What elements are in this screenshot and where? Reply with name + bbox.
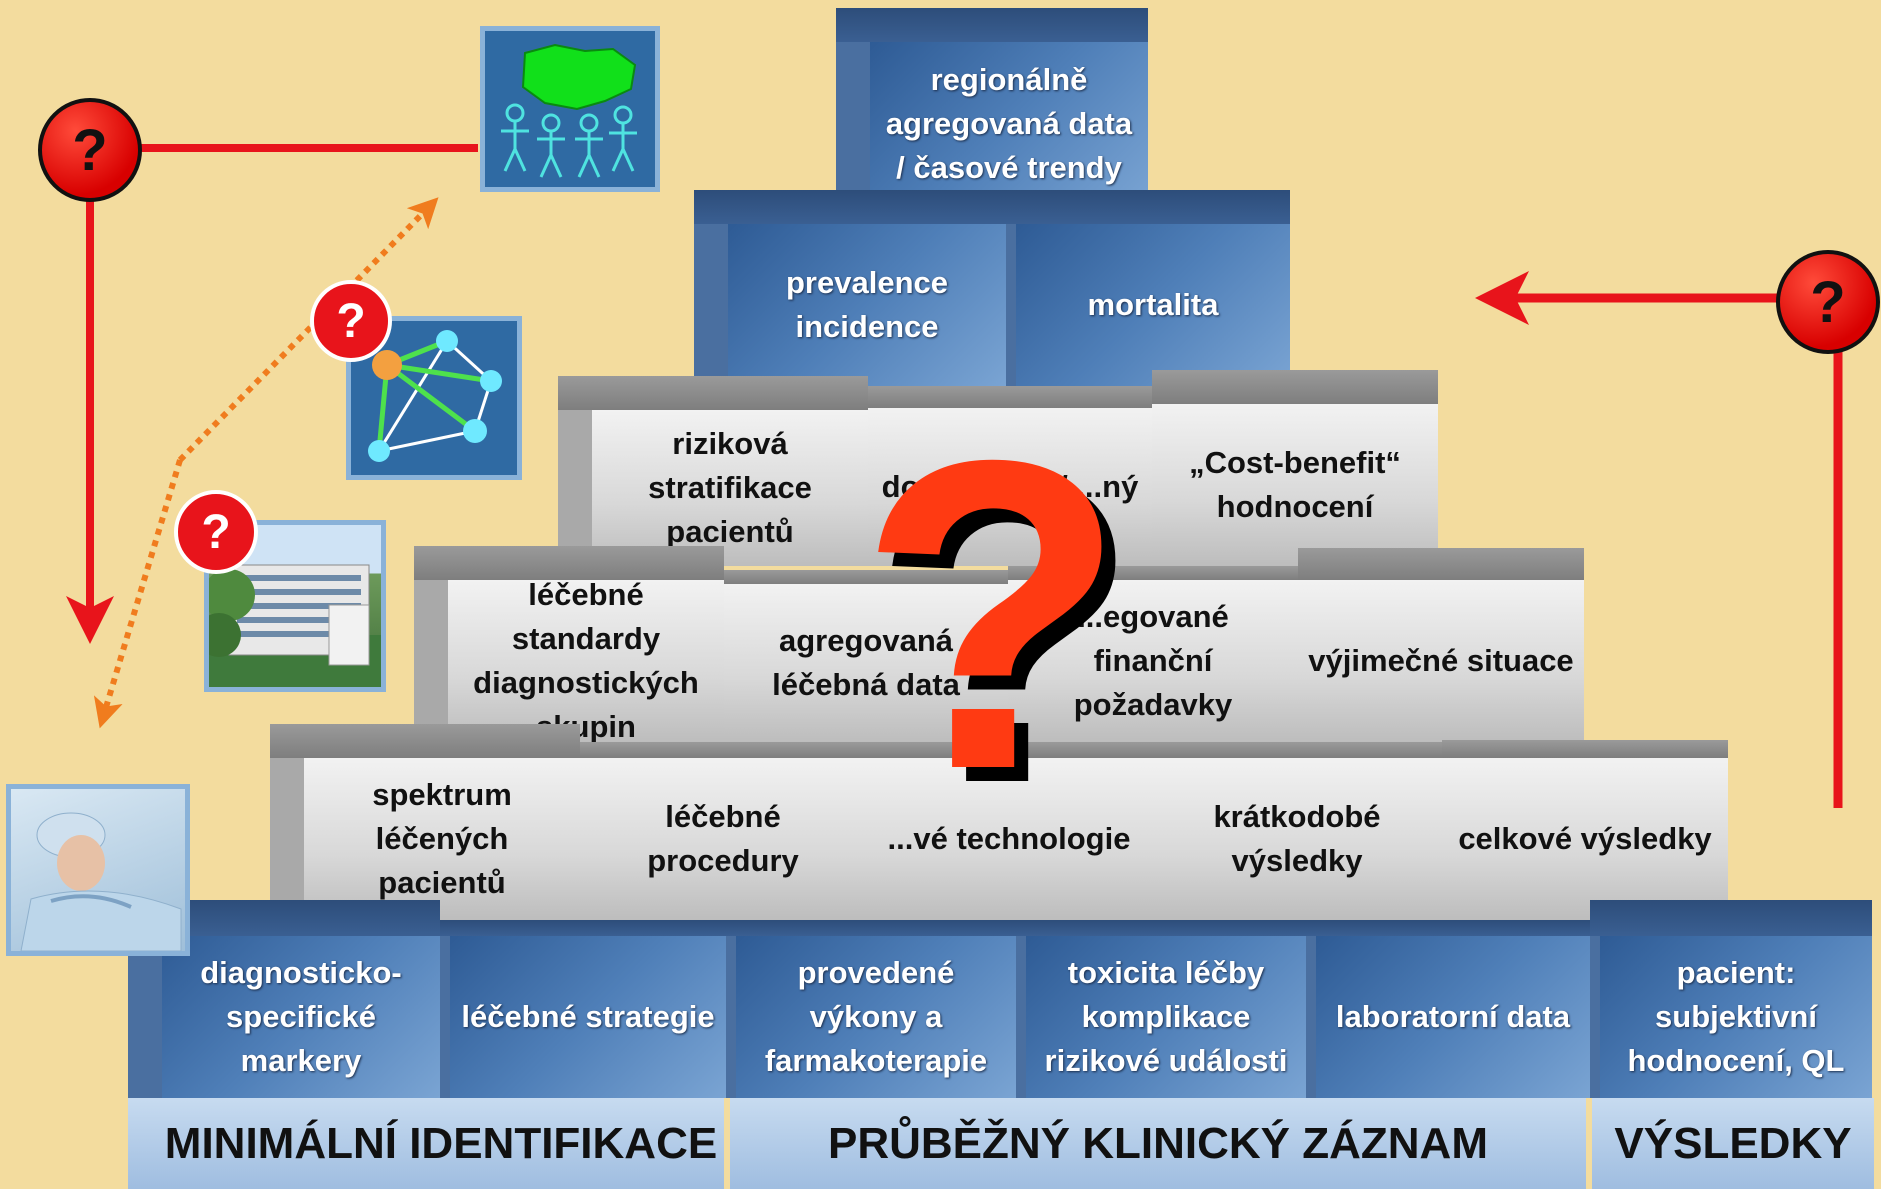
block-patient-subjective: pacient: subjektivní hodnocení, QL bbox=[1590, 900, 1872, 1098]
block-financial-requirements: ...egované finanční požadavky bbox=[1008, 566, 1298, 742]
band-label: VÝSLEDKY bbox=[1614, 1118, 1852, 1168]
block-label: regionálně agregovaná data / časové tren… bbox=[870, 42, 1148, 206]
block-label: provedené výkony a farmakoterapie bbox=[736, 936, 1016, 1098]
block-treatment-standards: léčebné standardy diagnostických skupin bbox=[414, 546, 724, 744]
question-mark-text: ? bbox=[201, 505, 231, 559]
question-circle-network: ? bbox=[310, 280, 392, 362]
block-label: diagnosticko-specifické markery bbox=[162, 936, 440, 1098]
band-results: VÝSLEDKY bbox=[1592, 1098, 1874, 1189]
band-label: MINIMÁLNÍ IDENTIFIKACE bbox=[164, 1118, 718, 1168]
block-patient-spectrum: spektrum léčených pacientů bbox=[270, 724, 580, 920]
block-short-term-results: krátkodobé výsledky bbox=[1152, 742, 1442, 920]
block-label: prevalence incidence bbox=[728, 224, 1006, 386]
block-label: pacient: subjektivní hodnocení, QL bbox=[1600, 936, 1872, 1098]
block-laboratory-data: laboratorní data bbox=[1306, 920, 1590, 1098]
block-label: agregovaná léčebná data bbox=[724, 584, 1008, 742]
block-label: léčebné procedury bbox=[580, 758, 866, 920]
block-toxicity: toxicita léčby komplikace rizikové událo… bbox=[1016, 920, 1306, 1098]
block-label: ...vé technologie bbox=[866, 758, 1152, 920]
block-label: toxicita léčby komplikace rizikové událo… bbox=[1026, 936, 1306, 1098]
block-exceptional-situations: výjimečné situace bbox=[1298, 548, 1584, 742]
block-overall-results: celkové výsledky bbox=[1442, 740, 1728, 920]
block-regional-data: regionálně agregovaná data / časové tren… bbox=[836, 8, 1148, 206]
block-label: laboratorní data bbox=[1316, 936, 1590, 1098]
block-treatment-strategies: léčebné strategie bbox=[440, 920, 726, 1098]
block-cost-benefit: „Cost-benefit“ hodnocení bbox=[1152, 370, 1438, 566]
question-mark-text: ? bbox=[72, 117, 108, 183]
block-performed-procedures: provedené výkony a farmakoterapie bbox=[726, 920, 1016, 1098]
block-label: ...egované finanční požadavky bbox=[1008, 580, 1298, 742]
band-label: PRŮBĚŽNÝ KLINICKÝ ZÁZNAM bbox=[828, 1118, 1488, 1168]
question-mark-text: ? bbox=[1810, 269, 1846, 335]
block-diagnostic-markers: diagnosticko-specifické markery bbox=[128, 900, 440, 1098]
patient-in-bed-image bbox=[6, 784, 190, 956]
block-mortality: mortalita bbox=[1006, 190, 1290, 386]
block-aggregated-treatment: agregovaná léčebná data bbox=[724, 570, 1008, 742]
block-risk-stratification: riziková stratifikace pacientů bbox=[558, 376, 868, 566]
band-minimal-identification: MINIMÁLNÍ IDENTIFIKACE bbox=[128, 1098, 724, 1189]
block-label: léčebné strategie bbox=[450, 936, 726, 1098]
block-label: léčebné standardy diagnostických skupin bbox=[448, 577, 724, 744]
block-label: celkové výsledky bbox=[1442, 758, 1728, 920]
block-label: mortalita bbox=[1016, 224, 1290, 386]
question-circle-hospital: ? bbox=[174, 490, 258, 574]
block-label: „Cost-benefit“ hodnocení bbox=[1152, 404, 1438, 566]
block-achievable: dosažitelný / ...ný bbox=[868, 386, 1152, 566]
question-mark-text: ? bbox=[336, 294, 366, 348]
block-label: výjimečné situace bbox=[1298, 580, 1584, 742]
block-label: krátkodobé výsledky bbox=[1152, 758, 1442, 920]
question-circle-topleft: ? bbox=[38, 98, 142, 202]
big-question-mark-shadow: ? bbox=[872, 384, 1141, 875]
block-technologies: ...vé technologie bbox=[866, 742, 1152, 920]
block-label: dosažitelný / ...ný bbox=[868, 408, 1152, 566]
block-prevalence: prevalence incidence bbox=[694, 190, 1006, 386]
block-label: riziková stratifikace pacientů bbox=[592, 410, 868, 566]
big-question-mark: ? bbox=[858, 370, 1127, 861]
block-treatment-procedures: léčebné procedury bbox=[580, 742, 866, 920]
block-label: spektrum léčených pacientů bbox=[304, 758, 580, 920]
population-map-icon bbox=[480, 26, 660, 192]
hospital-building-image bbox=[204, 520, 386, 692]
question-circle-right: ? bbox=[1776, 250, 1880, 354]
band-clinical-record: PRŮBĚŽNÝ KLINICKÝ ZÁZNAM bbox=[730, 1098, 1586, 1189]
